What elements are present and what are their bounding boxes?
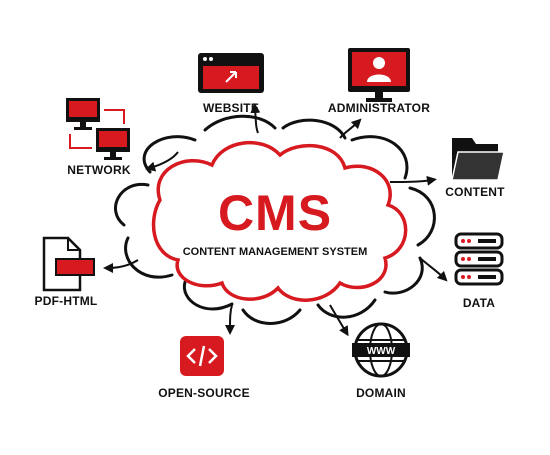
label-administrator: ADMINISTRATOR	[327, 101, 431, 115]
connectors	[103, 103, 448, 337]
browser-window-icon	[198, 53, 264, 93]
document-icon	[42, 236, 95, 292]
label-pdf-html: PDF-HTML	[34, 294, 98, 308]
cloud-outer-outline	[114, 114, 436, 325]
folder-icon	[451, 138, 505, 181]
connector-pdf	[103, 259, 139, 273]
network-computers-icon	[66, 98, 130, 160]
connector-data	[419, 257, 448, 282]
code-tag-icon	[180, 336, 224, 376]
cms-subtitle: CONTENT MANAGEMENT SYSTEM	[182, 246, 368, 258]
label-data: DATA	[462, 296, 496, 310]
server-stack-icon	[454, 232, 504, 286]
label-open-source: OPEN-SOURCE	[158, 386, 250, 400]
connector-administrator	[339, 118, 362, 139]
connector-domain	[329, 304, 349, 337]
connector-open-source	[225, 304, 236, 335]
label-domain: DOMAIN	[356, 386, 406, 400]
label-network: NETWORK	[67, 163, 131, 177]
cms-title: CMS	[217, 185, 333, 241]
cloud-inner-red	[151, 140, 408, 302]
label-content: CONTENT	[445, 185, 505, 199]
label-website: WEBSITE	[202, 101, 260, 115]
connector-content	[389, 175, 437, 186]
connector-network	[145, 151, 179, 172]
admin-monitor-icon	[348, 48, 410, 102]
svg-text:WWW: WWW	[367, 346, 396, 357]
globe-www-icon: WWW	[352, 322, 410, 378]
connector-website	[250, 103, 261, 134]
